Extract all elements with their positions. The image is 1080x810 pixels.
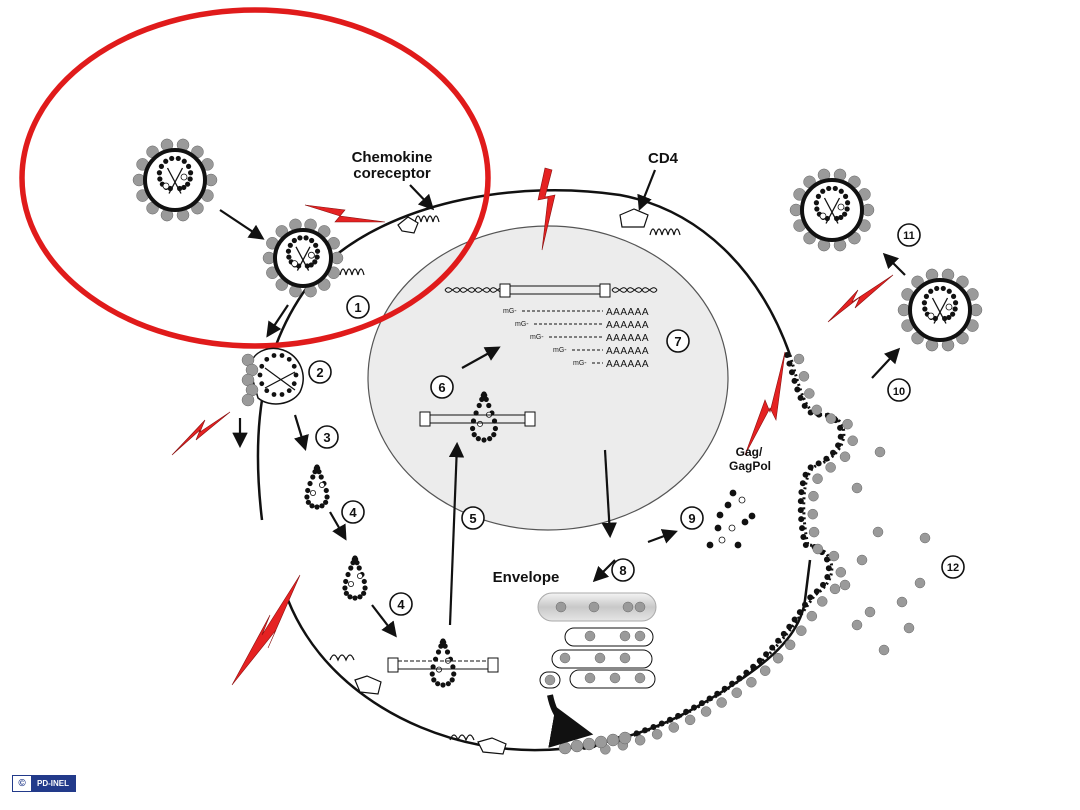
step-10: 10 [893, 386, 905, 398]
step-4a-marker: 4 [341, 500, 365, 524]
capsid-core-integration [429, 638, 457, 688]
nucleus [367, 225, 729, 531]
transcript-tail: AAAAAA [606, 307, 649, 318]
receptor-chemokine-top [397, 215, 440, 234]
chemokine-label-line1: Chemokine [352, 149, 433, 166]
step-11-marker: 11 [897, 223, 921, 247]
license-badge: © PD-INEL [12, 775, 76, 792]
step-3: 3 [323, 430, 330, 445]
step-8: 8 [619, 563, 626, 578]
lightning-4 [231, 574, 301, 686]
highlight-ellipse [19, 7, 491, 349]
lightning-5 [827, 274, 894, 323]
envelope-label: Envelope [493, 569, 560, 586]
arrow-6 [461, 346, 501, 369]
step-2: 2 [316, 365, 323, 380]
reverse-transcribed-dna [387, 657, 499, 673]
transcript-1: mG- AAAAAA [503, 307, 649, 318]
arrows [219, 169, 906, 638]
receptor-bottom-center [449, 734, 507, 755]
lightning-6 [744, 351, 786, 456]
lightning-3 [171, 411, 231, 456]
receptor-cd4-top [619, 208, 681, 236]
transcript-2: mG- AAAAAA [515, 320, 649, 331]
receptor-bottom-left [329, 654, 382, 695]
arrow-9 [647, 529, 678, 544]
arrow-1b [266, 304, 289, 338]
transcripts: mG- AAAAAA mG- AAAAAA mG- AAAAAA mG- AAA… [503, 307, 649, 370]
step-7-marker: 7 [666, 329, 690, 353]
step-9: 9 [688, 511, 695, 526]
arrow-chemokine [409, 184, 435, 211]
transcript-3: mG- AAAAAA [530, 333, 649, 344]
arrow-8 [601, 449, 617, 539]
step-12: 12 [947, 562, 959, 574]
arrow-11 [882, 252, 906, 276]
arrow-5 [448, 441, 465, 626]
membrane-knobs [558, 353, 858, 755]
arrow-8b [592, 559, 616, 583]
step-5-marker: 5 [461, 506, 485, 530]
chemokine-label-line2: coreceptor [353, 165, 431, 182]
envelope-er [537, 592, 657, 689]
step-1: 1 [354, 300, 361, 315]
step-7: 7 [674, 334, 681, 349]
step-markers: 1 2 3 4 4 5 6 7 8 9 10 11 12 [308, 223, 965, 616]
step-6: 6 [438, 380, 445, 395]
step-1-marker: 1 [346, 295, 370, 319]
lightning-2 [537, 167, 556, 251]
preintegration-dna [419, 411, 536, 427]
gag-label-line1: Gag/ [736, 445, 763, 459]
capsid-core-nucleus [469, 391, 499, 443]
license-badge-text: PD-INEL [31, 776, 75, 791]
virion-binding [262, 218, 344, 298]
virion-mature [897, 268, 983, 352]
step-2-marker: 2 [308, 360, 332, 384]
creative-commons-icon: © [13, 776, 31, 791]
virion-free [132, 138, 218, 222]
virion-released-top [789, 168, 875, 252]
arrow-export [547, 694, 594, 748]
lightning-1 [304, 204, 386, 223]
step-3-marker: 3 [315, 425, 339, 449]
arrow-4 [329, 511, 347, 541]
step-6-marker: 6 [430, 375, 454, 399]
arrow-4b [371, 604, 397, 638]
transcript-tail: AAAAAA [606, 359, 649, 370]
virion-fusion [241, 347, 304, 407]
transcript-cap: mG- [503, 308, 517, 315]
receptor-spring-virion [339, 268, 365, 276]
transcript-tail: AAAAAA [606, 346, 649, 357]
transcript-tail: AAAAAA [606, 320, 649, 331]
step-4b-marker: 4 [389, 592, 413, 616]
gag-label-line2: GagPol [729, 459, 771, 473]
cd4-label: CD4 [648, 150, 679, 167]
capsid-core-4 [342, 555, 368, 601]
arrow-1 [219, 209, 265, 240]
gag-proteins [706, 489, 756, 549]
step-9-marker: 9 [680, 506, 704, 530]
integrated-provirus [444, 283, 658, 298]
transcript-5: mG- AAAAAA [573, 359, 649, 370]
lightning-bolts [171, 167, 894, 686]
transcript-cap: mG- [553, 347, 567, 354]
step-10-marker: 10 [887, 378, 911, 402]
transcript-cap: mG- [515, 321, 529, 328]
step-4b: 4 [397, 597, 405, 612]
transcript-4: mG- AAAAAA [553, 346, 649, 357]
step-12-marker: 12 [941, 555, 965, 579]
arrow-10 [871, 347, 901, 379]
step-8-marker: 8 [611, 558, 635, 582]
step-5: 5 [469, 511, 476, 526]
transcript-cap: mG- [573, 360, 587, 367]
step-11: 11 [903, 230, 915, 242]
capsid-core-3 [304, 464, 330, 510]
arrow-3 [293, 414, 309, 451]
transcript-cap: mG- [530, 334, 544, 341]
released-particles [839, 446, 931, 656]
arrow-cd4 [637, 169, 657, 211]
step-4a: 4 [349, 505, 357, 520]
transcript-tail: AAAAAA [606, 333, 649, 344]
